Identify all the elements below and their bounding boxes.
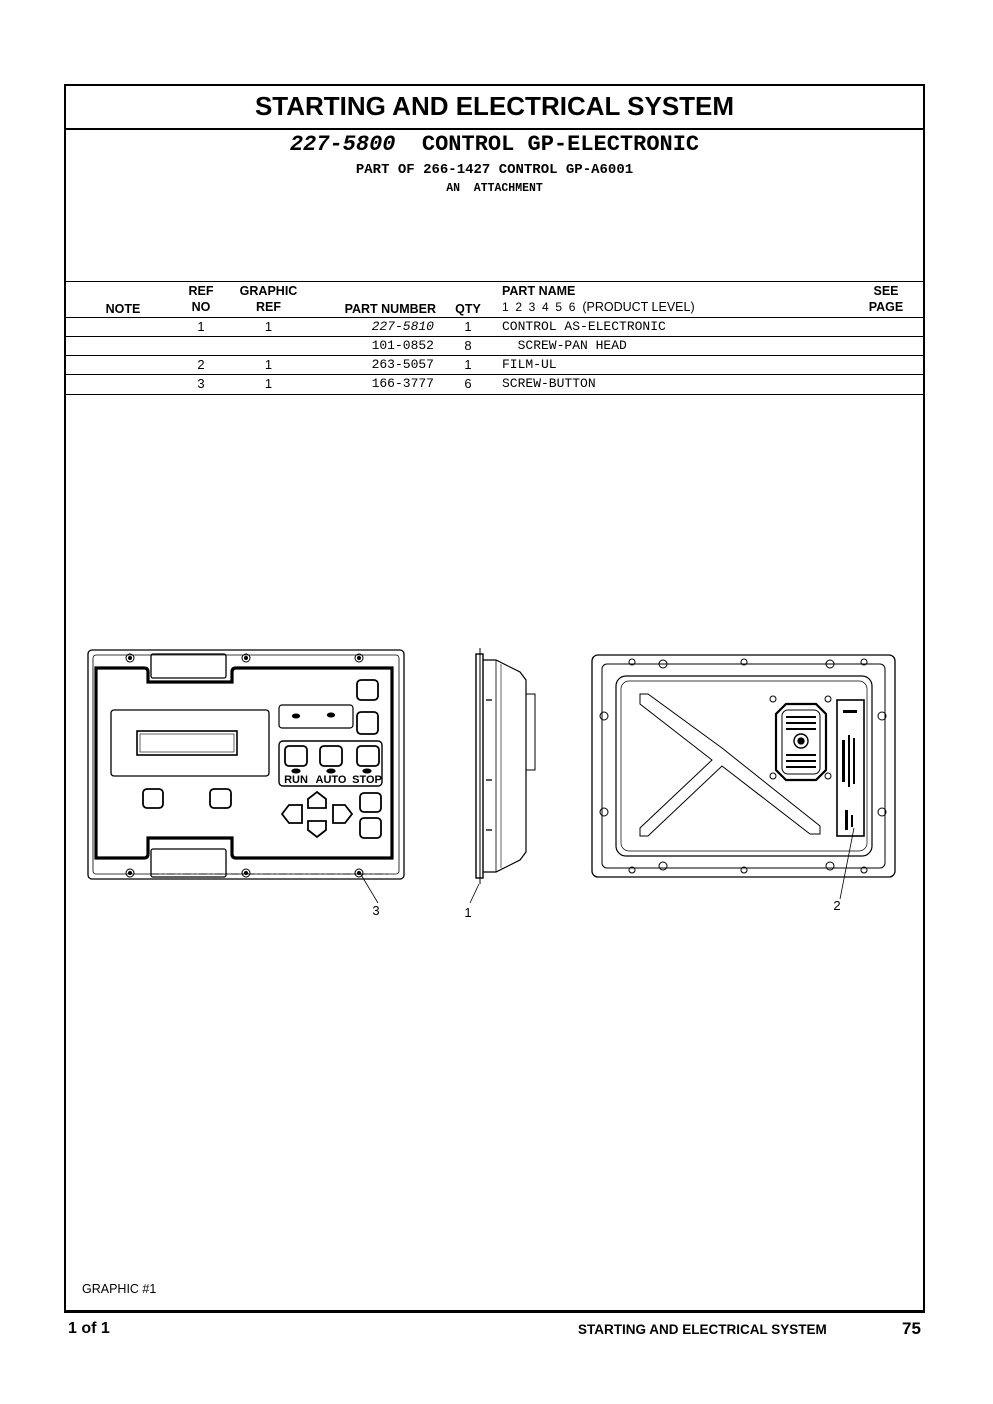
- row-graphic-ref: 1: [264, 357, 273, 372]
- part-of-line: PART OF 266-1427 CONTROL GP-A6001: [355, 162, 634, 178]
- header-note: NOTE: [105, 302, 141, 316]
- row-graphic-ref: 1: [264, 319, 273, 334]
- row-qty: 8: [464, 338, 472, 353]
- group-name: CONTROL GP-ELECTRONIC: [421, 132, 700, 157]
- row-ref-no: 2: [197, 357, 205, 372]
- rear-view-drawing: [591, 654, 896, 900]
- header-bottom-rule: [66, 317, 923, 318]
- row-ref-no: 3: [197, 376, 205, 391]
- header-see-page-1: SEE: [873, 284, 899, 298]
- auto-button-label: AUTO: [316, 774, 347, 786]
- table-top-rule: [66, 281, 923, 282]
- callout-1: 1: [464, 905, 471, 920]
- page-frame: STARTING AND ELECTRICAL SYSTEM 227-5800 …: [64, 84, 925, 1313]
- front-view-drawing: [87, 649, 405, 904]
- row-part-number: 227-5810: [371, 319, 434, 334]
- row-ref-no: 1: [197, 319, 205, 334]
- stop-button-label: STOP: [352, 774, 382, 786]
- header-qty: QTY: [455, 302, 481, 316]
- row-part-name: SCREW-PAN HEAD: [502, 338, 627, 353]
- footer-page-of: 1 of 1: [68, 1320, 110, 1337]
- group-title: 227-5800 CONTROL GP-ELECTRONIC: [66, 132, 923, 157]
- row-part-name: SCREW-BUTTON: [502, 376, 596, 391]
- header-part-number: PART NUMBER: [344, 302, 436, 316]
- row-qty: 6: [464, 376, 472, 391]
- row-part-number: 101-0852: [371, 338, 434, 353]
- callout-3: 3: [372, 903, 379, 918]
- header-graphic-ref-2: REF: [256, 300, 281, 314]
- row-rule: [66, 336, 923, 337]
- header-part-name: PART NAME: [502, 284, 576, 298]
- footer-section: STARTING AND ELECTRICAL SYSTEM: [578, 1322, 827, 1337]
- header-product-level: 1 2 3 4 5 6 (PRODUCT LEVEL): [502, 299, 695, 315]
- row-part-number: 263-5057: [371, 357, 434, 372]
- header-graphic-ref-1: GRAPHIC: [239, 284, 298, 298]
- row-qty: 1: [464, 357, 472, 372]
- header-ref-no-1: REF: [188, 284, 214, 298]
- callout-2: 2: [833, 898, 840, 913]
- side-view-drawing: [469, 648, 536, 904]
- group-number: 227-5800: [289, 132, 396, 157]
- row-part-number: 166-3777: [371, 376, 434, 391]
- run-button-label: RUN: [284, 774, 308, 786]
- header-ref-no-2: NO: [191, 300, 211, 314]
- header-see-page-2: PAGE: [868, 300, 904, 314]
- row-part-name: CONTROL AS-ELECTRONIC: [502, 319, 666, 334]
- row-rule: [66, 355, 923, 356]
- header-level-label: (PRODUCT LEVEL): [582, 300, 695, 314]
- header-level-digits: 1 2 3 4 5 6: [502, 300, 576, 314]
- row-rule: [66, 394, 923, 395]
- row-part-name: FILM-UL: [502, 357, 557, 372]
- footer-page-number: 75: [902, 1319, 921, 1338]
- row-graphic-ref: 1: [264, 376, 273, 391]
- attachment-line: AN ATTACHMENT: [446, 182, 543, 195]
- graphic-label: GRAPHIC #1: [82, 1282, 157, 1296]
- row-qty: 1: [464, 319, 472, 334]
- section-title: STARTING AND ELECTRICAL SYSTEM: [66, 86, 923, 130]
- row-rule: [66, 374, 923, 375]
